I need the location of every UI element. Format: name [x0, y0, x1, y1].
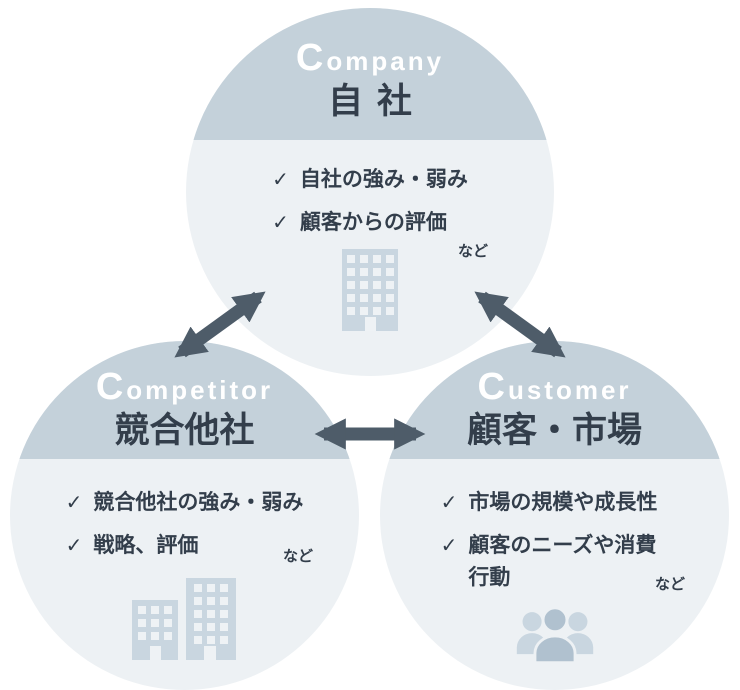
check-item-text: 顧客からの評価 [299, 210, 447, 234]
company-en-initial: C [295, 37, 327, 79]
check-icon: ✓ [272, 169, 289, 191]
check-item: ✓ 顧客からの評価 [272, 207, 468, 240]
check-item: ✓ 戦略、評価 [66, 530, 304, 563]
people-icon [516, 606, 593, 664]
customer-en-initial: C [477, 366, 508, 408]
check-item-text: 自社の強み・弱み [299, 168, 468, 191]
competitor-title: 競合他社 [114, 410, 255, 450]
company-en-label: Company [295, 37, 445, 80]
customer-title: 顧客・市場 [466, 410, 642, 450]
customer-etc-label: など [654, 576, 685, 593]
company-header: Company 自社 [186, 8, 554, 140]
competitor-en-rest: ompetitor [126, 375, 274, 405]
check-item: ✓ 市場の規模や成長性 [441, 487, 669, 520]
competitor-body: ✓ 競合他社の強み・弱み ✓ 戦略、評価 など [10, 459, 359, 661]
check-item: ✓ 自社の強み・弱み [272, 164, 468, 197]
competitor-en-initial: C [95, 366, 127, 408]
competitor-etc-label: など [282, 548, 313, 565]
company-body: ✓ 自社の強み・弱み ✓ 顧客からの評価 など [186, 140, 554, 332]
check-item-text: 戦略、評価 [93, 533, 199, 557]
competitor-checklist: ✓ 競合他社の強み・弱み ✓ 戦略、評価 [66, 487, 304, 562]
company-title: 自社 [327, 81, 426, 121]
company-etc-label: など [457, 243, 488, 260]
check-item-text: 競合他社の強み・弱み [93, 491, 304, 514]
competitor-en-label: Competitor [95, 366, 274, 409]
customer-body: ✓ 市場の規模や成長性 ✓ 顧客のニーズや消費行動 など [380, 459, 729, 667]
check-item-text: 顧客のニーズや消費行動 [468, 533, 657, 590]
customer-circle: Customer 顧客・市場 ✓ 市場の規模や成長性 ✓ 顧客のニーズや消費行動 な… [380, 341, 729, 690]
customer-en-label: Customer [477, 366, 632, 409]
check-icon: ✓ [65, 492, 83, 514]
customer-checklist: ✓ 市場の規模や成長性 ✓ 顧客のニーズや消費行動 [441, 487, 669, 595]
check-item: ✓ 顧客のニーズや消費行動 [441, 530, 669, 595]
check-item: ✓ 競合他社の強み・弱み [66, 487, 304, 520]
check-icon: ✓ [440, 492, 458, 514]
check-icon: ✓ [65, 534, 83, 557]
competitor-circle: Competitor 競合他社 ✓ 競合他社の強み・弱み ✓ 戦略、評価 など [10, 341, 359, 690]
check-item-text: 市場の規模や成長性 [468, 491, 658, 514]
check-icon: ✓ [272, 211, 289, 234]
buildings-icon [131, 578, 236, 661]
company-en-rest: ompany [326, 46, 445, 76]
building-icon [342, 249, 398, 332]
company-circle: Company 自社 ✓ 自社の強み・弱み ✓ 顧客からの評価 など [186, 8, 554, 376]
customer-en-rest: ustomer [507, 375, 632, 405]
check-icon: ✓ [440, 534, 458, 557]
company-checklist: ✓ 自社の強み・弱み ✓ 顧客からの評価 [272, 164, 468, 239]
